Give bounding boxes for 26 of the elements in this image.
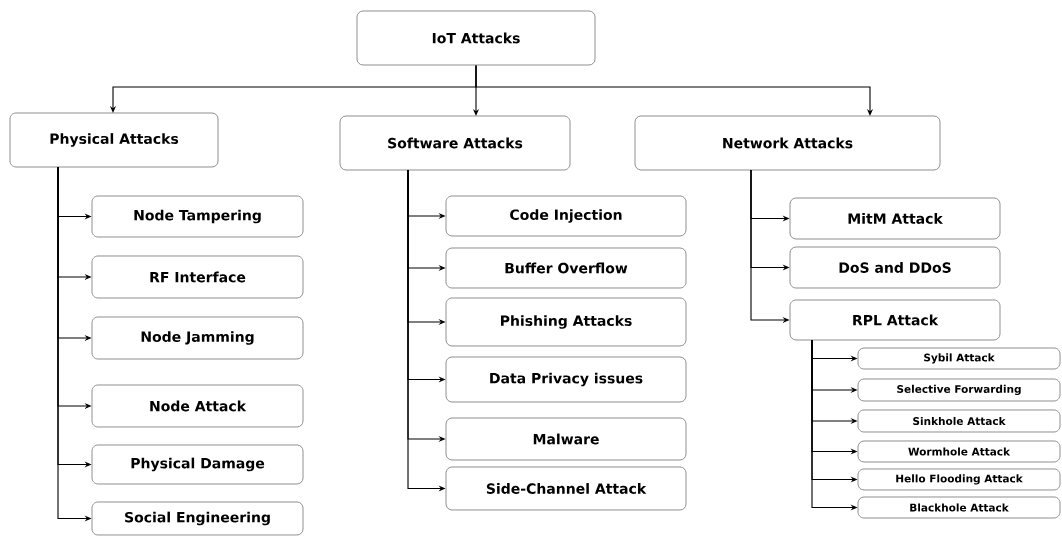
attack-box: Social Engineering bbox=[91, 501, 304, 536]
attack-box: Blackhole Attack bbox=[857, 496, 1061, 519]
attack-box: MitM Attack bbox=[789, 197, 1001, 240]
attack-box: Hello Flooding Attack bbox=[857, 468, 1061, 491]
attack-box: Physical Damage bbox=[91, 444, 304, 485]
attack-box: Buffer Overflow bbox=[445, 247, 687, 289]
attack-box: Node Jamming bbox=[91, 316, 304, 360]
attack-box: Physical Attacks bbox=[9, 112, 219, 168]
attack-box: Side-Channel Attack bbox=[445, 466, 687, 511]
attack-box: Sinkhole Attack bbox=[857, 409, 1061, 433]
attack-box: RPL Attack bbox=[789, 299, 1001, 341]
attack-box: Node Tampering bbox=[91, 195, 304, 238]
attack-box: IoT Attacks bbox=[356, 10, 596, 66]
attack-box: Code Injection bbox=[445, 195, 687, 237]
attack-box: Node Attack bbox=[91, 384, 304, 428]
arrow bbox=[475, 64, 874, 116]
attack-box: Software Attacks bbox=[339, 115, 571, 171]
attack-box: Phishing Attacks bbox=[445, 297, 687, 347]
attack-box: Network Attacks bbox=[634, 115, 941, 171]
attack-box: Data Privacy issues bbox=[445, 356, 687, 403]
attack-box: Malware bbox=[445, 417, 687, 461]
attack-box: Sybil Attack bbox=[857, 347, 1061, 370]
attack-box: RF Interface bbox=[91, 255, 304, 299]
attack-box: Wormhole Attack bbox=[857, 440, 1061, 463]
attack-box: Selective Forwarding bbox=[857, 378, 1061, 402]
attack-box: DoS and DDoS bbox=[789, 246, 1001, 289]
